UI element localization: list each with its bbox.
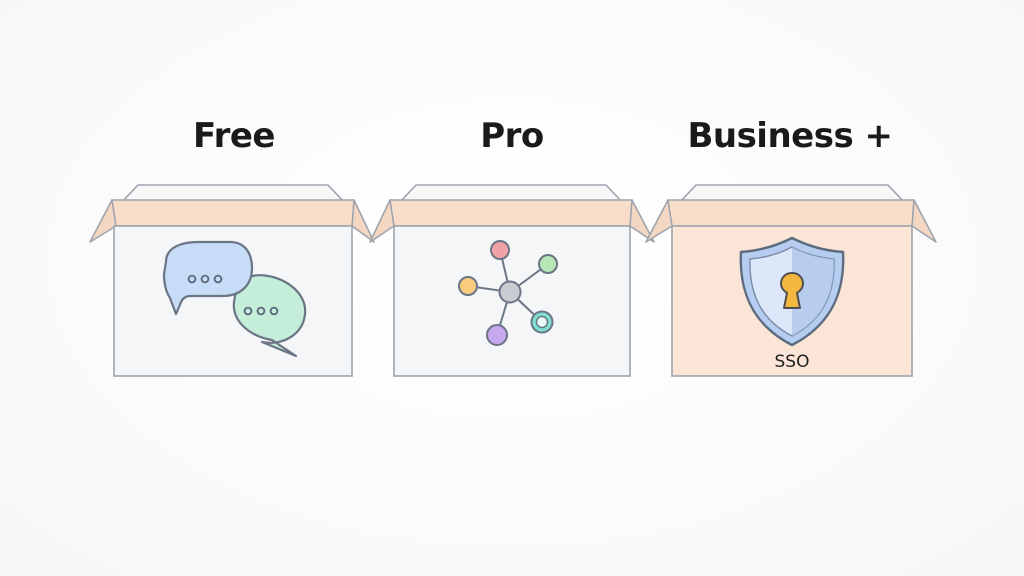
tier-title-business: Business +	[687, 116, 893, 156]
business-box-icon	[645, 184, 937, 377]
shield-keyhole-icon	[739, 236, 845, 347]
chat-bubbles-icon	[162, 240, 307, 358]
network-nodes-icon	[458, 240, 558, 346]
sso-label: SSO	[774, 352, 810, 372]
tier-title-pro: Pro	[480, 116, 544, 156]
free-box-icon	[89, 184, 375, 377]
tier-title-free: Free	[193, 116, 275, 156]
pro-box-icon	[369, 184, 655, 377]
